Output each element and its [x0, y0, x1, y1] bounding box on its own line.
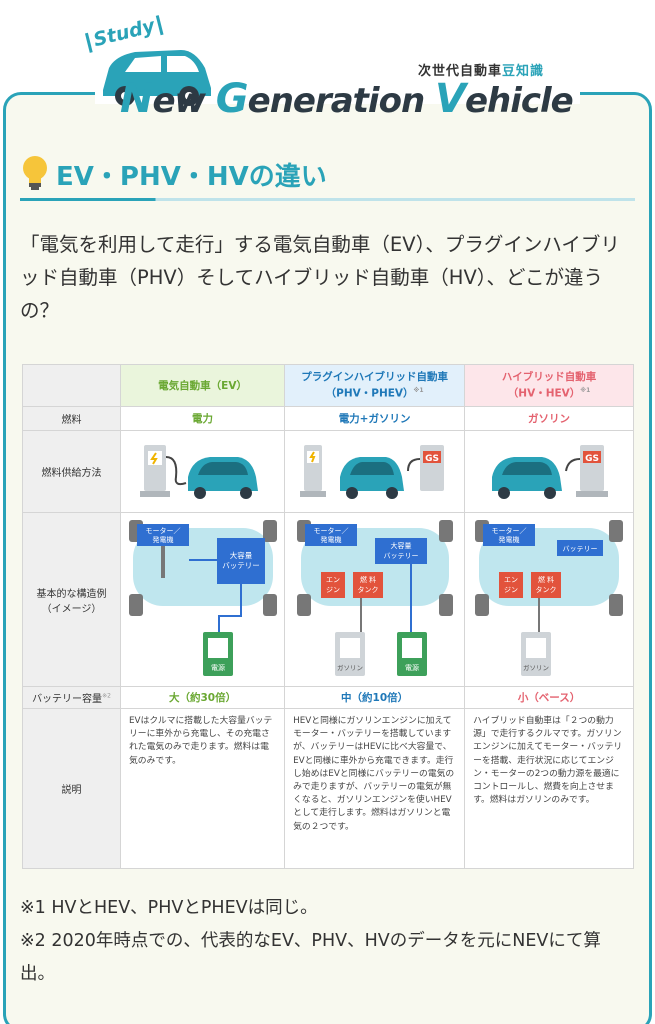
- lightbulb-icon: [23, 156, 47, 190]
- structure-phv: モーター／ 発電機 大容量 バッテリー エン ジン 燃 料 タンク ガソリン 電…: [284, 512, 466, 687]
- svg-text:発電機: 発電機: [152, 535, 173, 544]
- table-row-structure: 基本的な構造例（イメージ） モーター／ 発電機 大容量 バッテリー 電源: [22, 512, 634, 687]
- fuel-phv: 電力+ガソリン: [284, 406, 466, 431]
- footnote-2: ※2 2020年時点での、代表的なEV、PHV、HVのデータを元にNEVにて算出…: [20, 931, 601, 984]
- svg-text:大容量: 大容量: [229, 550, 252, 560]
- power-label: 電源: [211, 663, 225, 672]
- battery-phv: 中（約10倍）: [284, 686, 466, 709]
- col-header-hv: ハイブリッド自動車 （HV・HEV）※1: [464, 364, 634, 407]
- charger-car-illustration: [139, 445, 258, 499]
- svg-text:タンク: タンク: [357, 585, 378, 594]
- svg-text:燃 料: 燃 料: [359, 575, 375, 584]
- hv-structure-diagram: モーター／ 発電機 バッテリー エン ジン 燃 料 タンク ガソリン: [475, 520, 624, 676]
- description-hv: ハイブリッド自動車は「２つの動力源」で走行するクルマです。ガソリンエンジンに加え…: [464, 708, 634, 869]
- ev-structure-diagram: モーター／ 発電機 大容量 バッテリー 電源: [128, 520, 277, 676]
- gasoline-label: ガソリン: [337, 663, 363, 672]
- fuel-ev: 電力: [119, 406, 286, 431]
- gasoline-label: ガソリン: [523, 663, 549, 672]
- row-label-fuel: 燃料: [22, 406, 121, 431]
- svg-text:燃 料: 燃 料: [538, 575, 554, 584]
- site-logo-title: New Generation Vehicle: [120, 76, 574, 122]
- row-label-description: 説明: [22, 708, 121, 869]
- svg-text:モーター／: モーター／: [492, 526, 527, 535]
- gs-sign-text: GS: [425, 454, 439, 464]
- battery-ev: 大（約30倍）: [119, 686, 286, 709]
- row-label-supply: 燃料供給方法: [22, 430, 121, 513]
- intro-text: 「電気を利用して走行」する電気自動車（EV）、プラグインハイブリッド自動車（PH…: [20, 233, 620, 322]
- battery-hv: 小（ベース）: [464, 686, 634, 709]
- svg-text:大容量: 大容量: [390, 541, 411, 550]
- table-row-fuel: 燃料 電力 電力+ガソリン ガソリン: [22, 406, 634, 431]
- section-heading: EV・PHV・HVの違い: [20, 150, 635, 206]
- charger-car-gas-illustration: GS: [299, 445, 444, 499]
- gs-sign-text: GS: [585, 454, 599, 464]
- header-subtitle: 次世代自動車豆知識: [418, 64, 545, 79]
- row-label-structure: 基本的な構造例（イメージ）: [22, 512, 121, 687]
- svg-text:エン: エン: [504, 576, 518, 584]
- table-row-supply: 燃料供給方法: [22, 430, 634, 513]
- table-row-description: 説明 EVはクルマに搭載した大容量バッテリーに車外から充電し、その充電された電気…: [22, 708, 634, 869]
- col-header-ev: 電気自動車（EV）: [119, 364, 286, 407]
- power-label: 電源: [405, 663, 419, 672]
- svg-text:バッテリー: バッテリー: [383, 552, 418, 560]
- supply-phv: GS: [284, 430, 466, 513]
- svg-text:ジン: ジン: [326, 586, 340, 594]
- col-header-phv: プラグインハイブリッド自動車 （PHV・PHEV）※1: [284, 364, 466, 407]
- table-header-row: 電気自動車（EV） プラグインハイブリッド自動車 （PHV・PHEV）※1 ハイ…: [22, 364, 634, 407]
- footnotes: ※1 HVとHEV、PHVとPHEVは同じ。 ※2 2020年時点での、代表的な…: [20, 892, 632, 991]
- table-corner: [22, 364, 121, 407]
- svg-text:モーター／: モーター／: [313, 526, 348, 535]
- site-header: Study 次世代自動車豆知識 New Generation Vehicle: [0, 0, 655, 122]
- comparison-table: 電気自動車（EV） プラグインハイブリッド自動車 （PHV・PHEV）※1 ハイ…: [22, 364, 634, 869]
- phv-structure-diagram: モーター／ 発電機 大容量 バッテリー エン ジン 燃 料 タンク ガソリン 電…: [296, 520, 453, 676]
- footnote-1: ※1 HVとHEV、PHVとPHEVは同じ。: [20, 898, 318, 918]
- svg-text:モーター／: モーター／: [145, 526, 180, 535]
- structure-hv: モーター／ 発電機 バッテリー エン ジン 燃 料 タンク ガソリン: [464, 512, 634, 687]
- battery-label: バッテリー: [563, 545, 598, 553]
- section-underline: [20, 198, 635, 201]
- description-ev: EVはクルマに搭載した大容量バッテリーに車外から充電し、その充電された電気のみで…: [119, 708, 286, 869]
- svg-text:ジン: ジン: [504, 586, 518, 594]
- svg-text:発電機: 発電機: [499, 535, 520, 544]
- row-label-battery: バッテリー容量※2: [22, 686, 121, 709]
- svg-text:エン: エン: [326, 576, 340, 584]
- supply-ev: [119, 430, 286, 513]
- structure-ev: モーター／ 発電機 大容量 バッテリー 電源: [119, 512, 286, 687]
- car-silhouette-icon: [103, 50, 211, 106]
- table-row-battery: バッテリー容量※2 大（約30倍） 中（約10倍） 小（ベース）: [22, 686, 634, 709]
- car-gas-illustration: GS: [492, 445, 609, 499]
- svg-text:発電機: 発電機: [320, 535, 341, 544]
- svg-text:タンク: タンク: [536, 585, 557, 594]
- fuel-hv: ガソリン: [464, 406, 634, 431]
- supply-hv: GS: [464, 430, 634, 513]
- section-title: EV・PHV・HVの違い: [56, 162, 327, 192]
- svg-text:バッテリー: バッテリー: [222, 561, 260, 570]
- description-phv: HEVと同様にガソリンエンジンに加えてモーター・バッテリーを搭載していますが、バ…: [284, 708, 466, 869]
